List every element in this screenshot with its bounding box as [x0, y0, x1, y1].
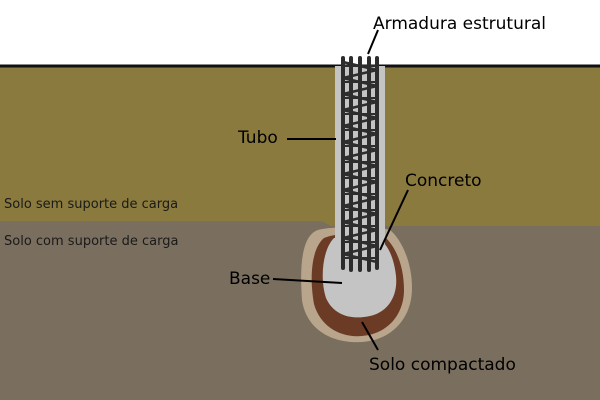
rebar-leader-line	[367, 29, 379, 55]
lower-soil-layer	[0, 221, 600, 400]
base-label: Base	[229, 269, 270, 289]
concrete-label: Concreto	[405, 171, 482, 191]
rebar-cage	[341, 56, 379, 272]
compacted-soil-label: Solo compactado	[369, 355, 516, 375]
concrete-leader-line	[379, 189, 409, 251]
sky-area	[0, 0, 600, 66]
soil-no-support-label: Solo sem suporte de carga	[4, 197, 178, 212]
upper-soil-layer	[0, 66, 600, 226]
tube-label: Tubo	[237, 128, 278, 148]
base-leader-line	[272, 278, 343, 284]
soil-support-label: Solo com suporte de carga	[4, 234, 178, 249]
rebar-label: Armadura estrutural	[373, 14, 546, 34]
compacted-soil-leader-line	[361, 321, 379, 351]
